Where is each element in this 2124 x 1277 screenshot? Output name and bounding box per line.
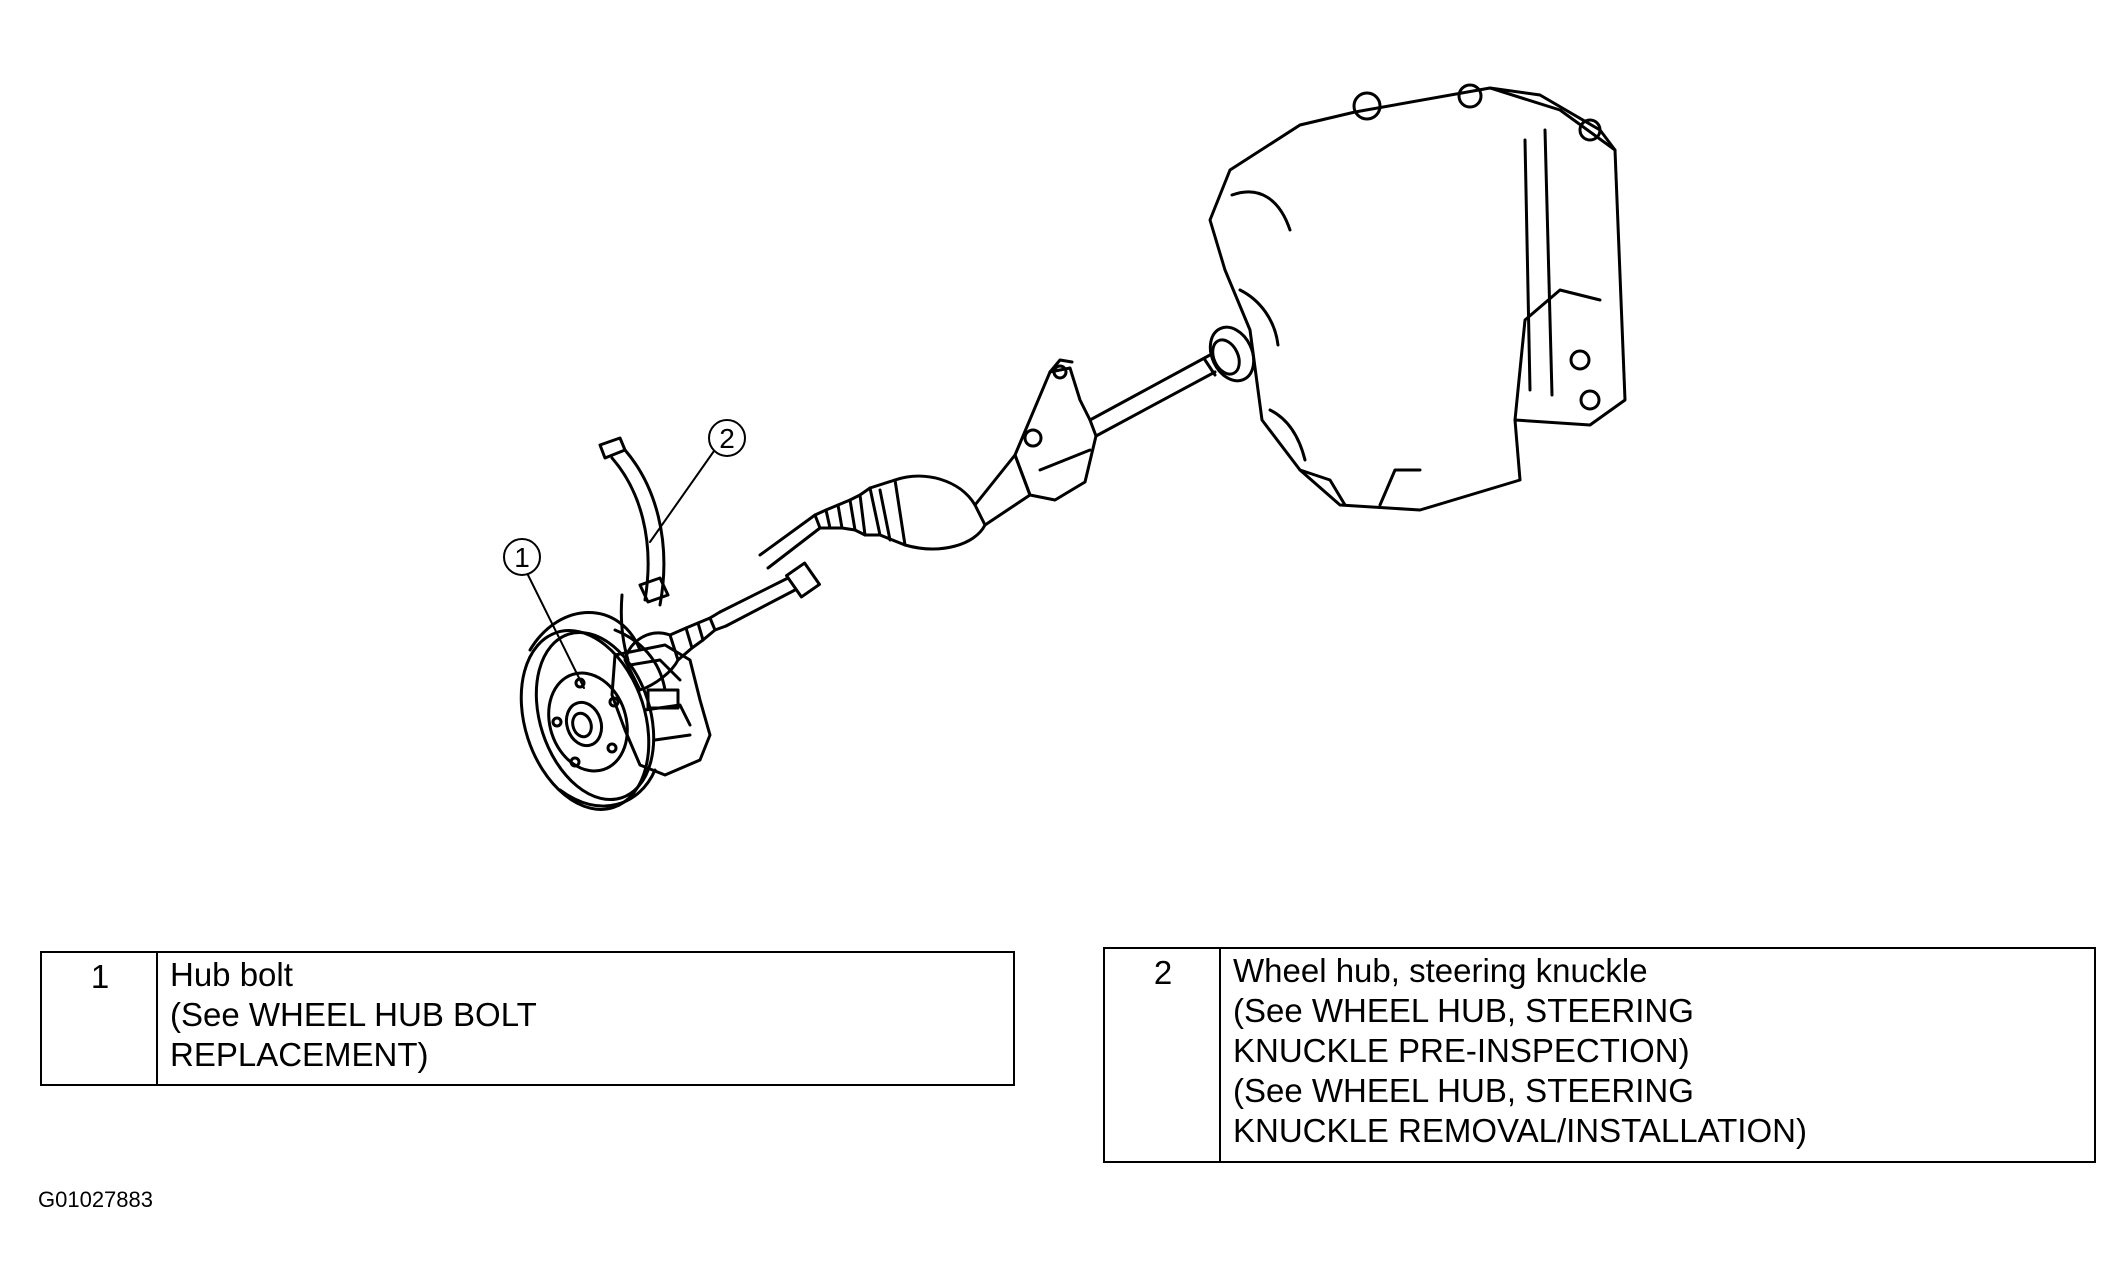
drive-shaft <box>718 513 822 628</box>
steering-knuckle-arm <box>598 436 670 662</box>
legend-row: 2 Wheel hub, steering knuckle (See WHEEL… <box>1104 948 2095 1162</box>
brake-caliper <box>610 643 712 777</box>
legend-number: 2 <box>1104 948 1221 1162</box>
brake-disc <box>519 611 667 811</box>
wheel-hub <box>547 671 629 773</box>
legend-line: REPLACEMENT) <box>170 1036 429 1073</box>
inner-boot <box>813 453 1032 551</box>
transaxle-housing <box>1208 83 1627 512</box>
figure-id: G01027883 <box>38 1187 153 1212</box>
bearing-bracket <box>1013 358 1098 502</box>
drive-shaft-assembly-illustration: 1 2 <box>503 83 1627 811</box>
legend-line: Hub bolt <box>170 956 293 993</box>
legend-description: Wheel hub, steering knuckle (See WHEEL H… <box>1220 948 2095 1162</box>
legend-table-2: 2 Wheel hub, steering knuckle (See WHEEL… <box>1103 947 2096 1163</box>
legend-row: 1 Hub bolt (See WHEEL HUB BOLT REPLACEME… <box>41 952 1014 1085</box>
legend-line: KNUCKLE REMOVAL/INSTALLATION) <box>1233 1112 1807 1149</box>
svg-text:2: 2 <box>719 423 735 454</box>
legend-description: Hub bolt (See WHEEL HUB BOLT REPLACEMENT… <box>157 952 1014 1085</box>
legend-line: Wheel hub, steering knuckle <box>1233 952 1648 989</box>
legend-line: KNUCKLE PRE-INSPECTION) <box>1233 1032 1690 1069</box>
legend-line: (See WHEEL HUB, STEERING <box>1233 1072 1694 1109</box>
svg-text:1: 1 <box>514 542 530 573</box>
intermediate-shaft <box>1088 353 1217 438</box>
callout-1: 1 <box>503 538 585 689</box>
legend-table-1: 1 Hub bolt (See WHEEL HUB BOLT REPLACEME… <box>40 951 1015 1086</box>
legend-number: 1 <box>41 952 158 1085</box>
legend-line: (See WHEEL HUB, STEERING <box>1233 992 1694 1029</box>
inner-seal <box>1203 325 1256 383</box>
legend-line: (See WHEEL HUB BOLT <box>170 996 537 1033</box>
callout-2: 2 <box>649 419 746 543</box>
